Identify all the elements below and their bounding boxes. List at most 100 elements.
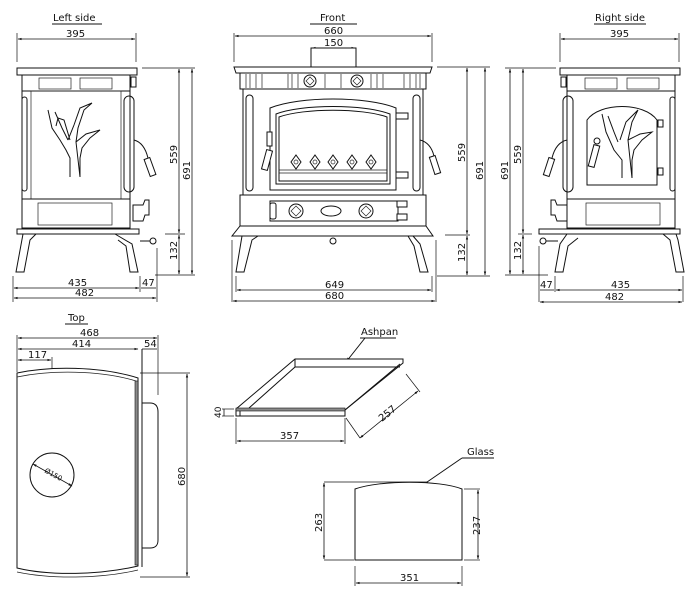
side-door	[586, 106, 658, 186]
leg	[114, 233, 139, 273]
corner-pillar	[21, 96, 28, 192]
door-hinge	[395, 171, 409, 179]
dim-label-max-height: 263	[314, 513, 325, 532]
side-knob	[130, 76, 137, 88]
dim-label-offset: 47	[540, 280, 553, 291]
glass-label: Glass	[467, 447, 494, 458]
ext-line	[345, 417, 361, 439]
right-side-view: Right side 395 6	[500, 13, 685, 304]
dim-label-body-height: 559	[457, 143, 468, 162]
air-vent-inner	[290, 205, 302, 217]
dim-label-side-height: 237	[472, 516, 483, 535]
ashpan-view: Ashpan 40 357 257	[214, 327, 421, 444]
leg	[235, 235, 259, 273]
door-handle	[260, 148, 274, 172]
dim-flue-diameter	[32, 463, 73, 487]
dim-label-body-height: 559	[513, 145, 524, 164]
rear-flue-box	[142, 402, 159, 549]
frieze-flutes	[245, 74, 421, 88]
side-knob	[560, 76, 567, 88]
ash-section-panel	[37, 202, 113, 226]
ashpan-inner-side	[344, 363, 401, 411]
leaf-decoration	[601, 109, 654, 179]
top-frieze	[21, 74, 131, 92]
dim-label-leg-height: 132	[169, 241, 180, 260]
dim-depth	[359, 390, 419, 439]
leaf-decoration	[47, 102, 101, 178]
top-frieze	[239, 72, 427, 90]
leg	[407, 235, 429, 273]
top-title: Top	[67, 313, 85, 324]
rosette	[350, 74, 364, 88]
dim-label-total-width: 482	[605, 292, 624, 303]
dim-label-rear-offset: 54	[144, 339, 157, 350]
frieze-panel	[584, 77, 618, 90]
ashpan-leader	[345, 337, 366, 363]
door-handle-knob	[593, 137, 601, 145]
glass-view: Glass 263 237 351	[314, 447, 494, 586]
rear-edge-shadow	[134, 380, 139, 566]
ext-line	[405, 373, 421, 393]
dim-label-total-height: 691	[500, 161, 511, 180]
flue-outlet-circle	[29, 452, 75, 498]
ash-door-hinge	[269, 202, 277, 220]
dim-label-height: 40	[214, 406, 224, 418]
left-side-view: Left side 395	[12, 13, 195, 302]
side-handle-arm	[551, 139, 568, 159]
base-plate	[16, 228, 140, 235]
leg	[554, 233, 579, 273]
brand-plaque	[320, 205, 342, 217]
side-handle-arm	[419, 139, 435, 157]
dim-label-depth: 257	[377, 404, 399, 425]
ash-section	[566, 198, 676, 229]
left-side-title: Left side	[53, 13, 95, 24]
dim-label-depth: 680	[177, 467, 188, 486]
ashpan-lip	[235, 407, 346, 412]
air-control-knob	[550, 199, 568, 222]
dim-label-body-width: 414	[72, 339, 91, 350]
dim-label-top-width: 660	[324, 26, 343, 37]
ash-door-catch	[396, 200, 408, 208]
rosette-inner	[305, 76, 315, 86]
dim-label-width: 351	[400, 573, 419, 584]
corner-pillar	[245, 94, 254, 192]
riddler-knob	[539, 237, 547, 245]
top-plate-edge	[16, 569, 139, 578]
frieze-panel	[626, 77, 660, 90]
diamond-decorations	[290, 154, 377, 170]
door-handle-grip	[587, 143, 601, 169]
leg	[15, 233, 37, 273]
dim-label-width: 357	[280, 431, 299, 442]
dim-label-top-width: 395	[66, 29, 85, 40]
glass-panel	[354, 481, 463, 561]
base-plate	[230, 225, 434, 237]
side-handle-grip	[542, 156, 556, 178]
door-glass-frame	[275, 106, 391, 185]
air-vent-left	[288, 203, 304, 219]
dim-label-base-width: 435	[68, 278, 87, 289]
dim-label-total-width: 680	[325, 291, 344, 302]
rosette	[303, 74, 317, 88]
side-door-hinge	[657, 167, 664, 176]
dim-label-offset: 47	[142, 278, 155, 289]
top-plate	[559, 67, 681, 76]
dim-label-total-height: 691	[475, 161, 486, 180]
corner-pillar	[412, 94, 421, 192]
leg	[662, 233, 685, 273]
rosette-inner	[352, 76, 362, 86]
corner-pillar	[123, 95, 135, 193]
front-view: Front 660 150	[230, 13, 490, 303]
flue-collar	[310, 47, 357, 68]
dim-label-leg-height: 132	[457, 243, 468, 262]
ash-door-catch	[396, 213, 408, 221]
dim-label-total-width: 482	[75, 288, 94, 299]
corner-pillar	[562, 95, 574, 193]
ashpan-label: Ashpan	[361, 327, 398, 338]
side-body	[566, 90, 676, 200]
dim-label-base-width: 435	[611, 280, 630, 291]
right-side-title: Right side	[595, 13, 645, 24]
base-plate	[538, 228, 681, 235]
air-vent-right	[358, 203, 374, 219]
fire-door	[269, 98, 397, 191]
dim-label-leg-span: 649	[325, 280, 344, 291]
